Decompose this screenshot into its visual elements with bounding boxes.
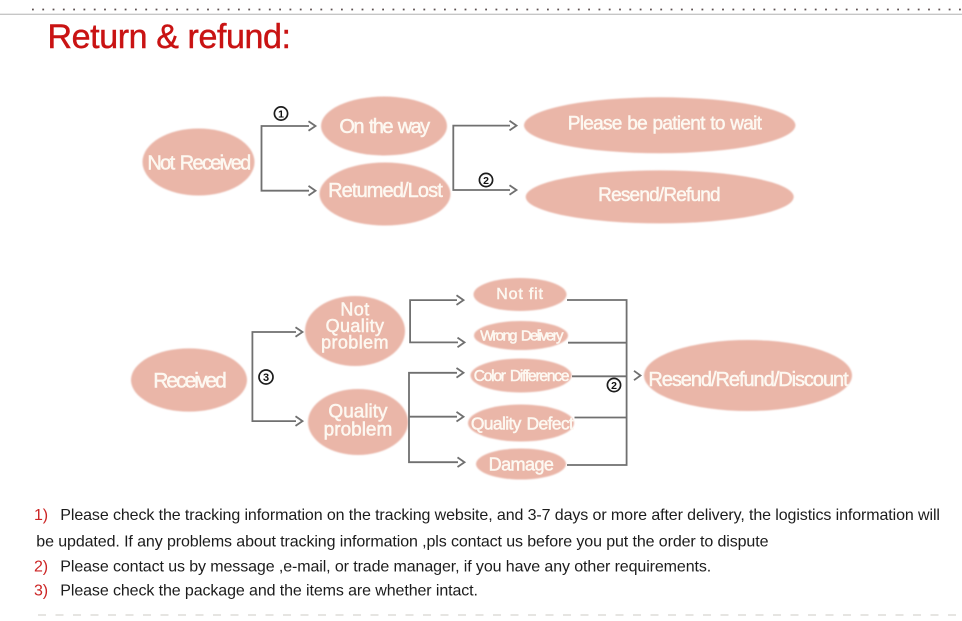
svg-text:Retumed/Lost: Retumed/Lost — [328, 180, 443, 202]
svg-text:Not: Not — [340, 300, 369, 320]
svg-text:be updated. If any problems ab: be updated. If any problems about tracki… — [36, 534, 768, 551]
svg-text:problem: problem — [321, 333, 389, 353]
svg-text:Resend/Refund: Resend/Refund — [598, 185, 720, 206]
svg-text:Damage: Damage — [489, 455, 554, 475]
svg-text:Not Received: Not Received — [147, 153, 250, 175]
svg-text:Return & refund:: Return & refund: — [48, 18, 291, 56]
svg-text:Not fit: Not fit — [496, 286, 543, 303]
svg-text:1: 1 — [278, 108, 284, 120]
svg-text:Color Difference: Color Difference — [474, 368, 569, 385]
svg-text:Please be patient to wait: Please be patient to wait — [568, 114, 763, 135]
svg-text:On the way: On the way — [339, 116, 430, 138]
svg-text:Quality Defect: Quality Defect — [471, 414, 574, 434]
svg-text:3)Please check the package and: 3)Please check the package and the items… — [34, 583, 478, 600]
svg-text:1)Please check the tracking in: 1)Please check the tracking information … — [34, 507, 940, 524]
svg-text:2: 2 — [483, 175, 489, 187]
svg-text:problem: problem — [324, 419, 393, 440]
svg-text:Wrong Delivery: Wrong Delivery — [480, 328, 564, 345]
svg-text:Quality: Quality — [328, 401, 388, 422]
svg-text:Received: Received — [153, 370, 226, 393]
svg-text:3: 3 — [263, 372, 269, 384]
svg-text:Resend/Refund/Discount: Resend/Refund/Discount — [648, 369, 849, 391]
svg-text:2: 2 — [611, 380, 617, 392]
svg-text:2)Please contact us by message: 2)Please contact us by message ,e-mail, … — [34, 559, 711, 576]
svg-text:Quality: Quality — [326, 316, 385, 336]
